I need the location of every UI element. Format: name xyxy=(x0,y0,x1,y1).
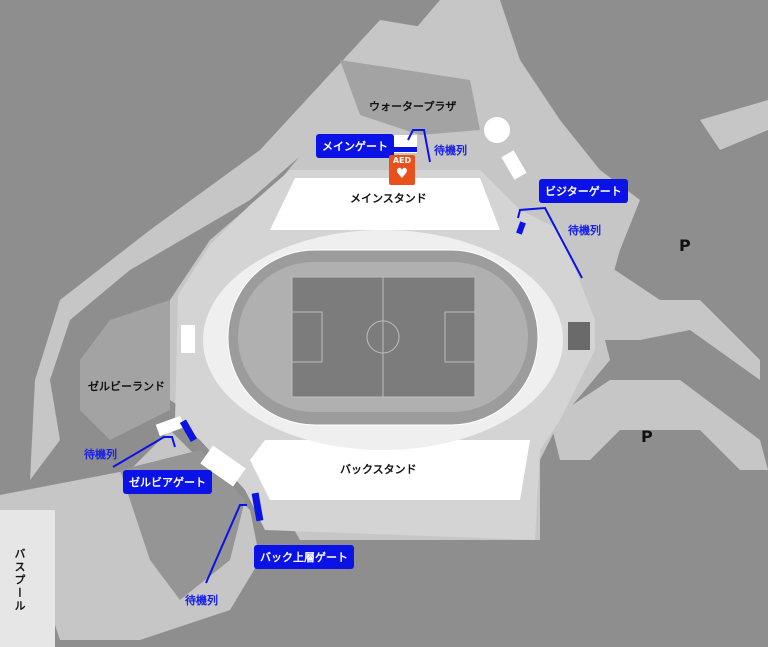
penalty-box-left xyxy=(291,311,323,363)
visitor-gate-button[interactable]: ビジターゲート xyxy=(539,179,628,203)
parking-label: P xyxy=(641,427,653,446)
queue-lines xyxy=(112,129,583,584)
building xyxy=(155,415,185,437)
screen-structure xyxy=(568,322,590,350)
queue-label-back-upper: 待機列 xyxy=(185,594,218,607)
queue-label-main: 待機列 xyxy=(434,144,467,157)
gate-markers xyxy=(179,221,526,522)
parking-label: P xyxy=(679,236,691,255)
bus-pool-area xyxy=(0,510,55,647)
main-stand-label: メインスタンド xyxy=(350,192,427,205)
round-structure xyxy=(484,117,510,143)
main-gate-marker xyxy=(391,147,417,152)
center-circle xyxy=(366,320,400,354)
penalty-box-right xyxy=(444,311,476,363)
heart-defibrillator-icon: ♥ xyxy=(395,166,409,182)
zelvy-land-label: ゼルビーランド xyxy=(88,380,165,393)
building xyxy=(200,445,246,487)
back-stand-seating xyxy=(250,440,530,500)
main-stand-seating xyxy=(270,178,500,230)
water-plaza-label: ウォータープラザ xyxy=(369,100,457,113)
main-gate-button[interactable]: メインゲート xyxy=(316,134,394,158)
zelvia-gate-button[interactable]: ゼルビアゲート xyxy=(123,470,212,494)
queue-label-zelvia: 待機列 xyxy=(84,448,117,461)
aed-marker: AED ♥ xyxy=(389,155,415,185)
aed-label: AED xyxy=(392,156,412,165)
bus-pool-label: バスプール xyxy=(13,548,26,613)
back-stand-label: バックスタンド xyxy=(340,463,417,476)
building xyxy=(181,325,195,353)
back-upper-gate-button[interactable]: バック上層ゲート xyxy=(254,545,354,569)
queue-label-visitor: 待機列 xyxy=(568,224,601,237)
kiosk xyxy=(501,150,527,180)
